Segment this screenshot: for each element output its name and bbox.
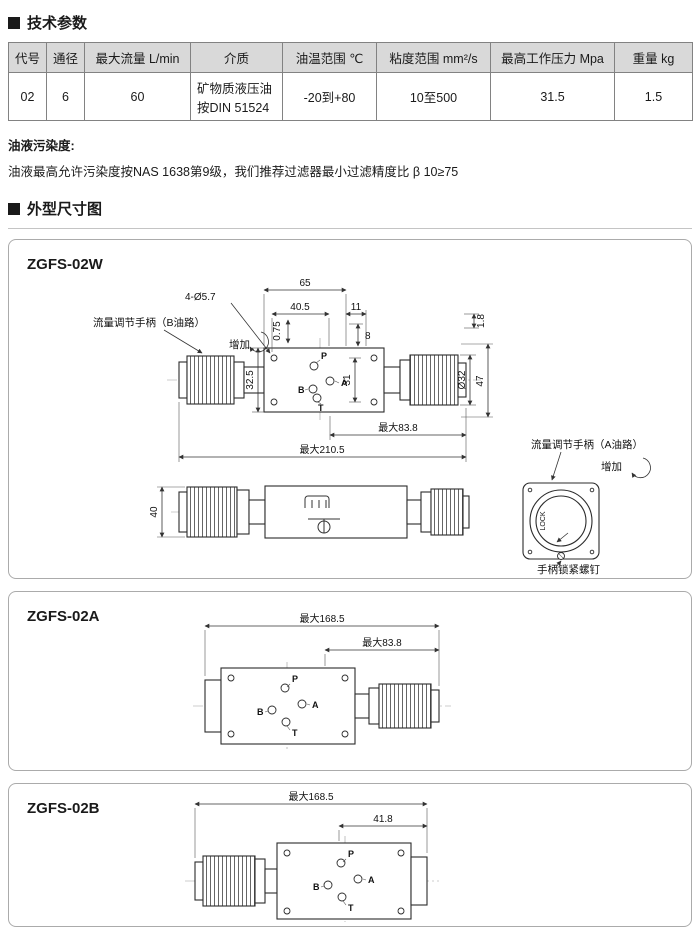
section-marker-icon [8,202,20,215]
panel-zgfs-02b: ZGFS-02B [8,783,692,927]
cell-viscosity: 10至500 [376,72,491,121]
section-marker-icon [8,16,20,29]
cell-pressure: 31.5 [490,72,615,121]
dim-32-5: 32.5 [245,370,256,390]
port-t-label: T [292,728,298,738]
model-zgfs-02a: ZGFS-02A [27,608,100,625]
handle-a-label: 流量调节手柄（A油路） [531,438,643,451]
dim-0-75: 0.75 [272,321,283,341]
handle-b-annotation: 流量调节手柄（B油路） 增加 [93,316,269,354]
spec-table-header-row: 代号 通径 最大流量 L/min 介质 油温范围 ℃ 粘度范围 mm²/s 最高… [8,42,693,73]
dimensions: 最大168.5 最大83.8 [204,612,440,686]
col-header-code: 代号 [8,42,47,73]
increase-b-label: 增加 [229,338,250,351]
tech-section-header: 技术参数 [8,12,692,33]
dim-1-8: 1.8 [476,314,487,328]
col-header-medium: 介质 [190,42,283,73]
dim-max210: 最大210.5 [299,443,344,456]
port-a-label: A [368,875,375,885]
dim-holes: 4-Ø5.7 [185,292,216,303]
top-view-valve [204,667,440,745]
zgfs-02b-drawing: P A B T 最大168.5 41.8 [185,790,439,922]
cell-maxflow: 60 [84,72,191,121]
zgfs-02a-drawing: P A B T 最大168.5 最大83.8 [193,612,451,750]
top-view-valve [194,842,428,920]
port-p-label: P [292,674,298,684]
model-zgfs-02w: ZGFS-02W [27,256,103,273]
cell-code: 02 [8,72,47,121]
spec-table: 代号 通径 最大流量 L/min 介质 油温范围 ℃ 粘度范围 mm²/s 最高… [8,42,693,121]
port-b-label: B [298,385,305,395]
cell-medium: 矿物质液压油 按DIN 51524 [190,72,283,121]
col-header-viscosity: 粘度范围 mm²/s [376,42,491,73]
col-header-pressure: 最高工作压力 Mpa [490,42,615,73]
dim-max168: 最大168.5 [288,790,333,803]
port-a-label: A [312,700,319,710]
cell-temp: -20到+80 [282,72,377,121]
dim-8: 8 [365,331,371,342]
dim-max83: 最大83.8 [378,421,418,434]
dim-dia32: Ø32 [457,370,468,389]
front-view-valve [178,485,470,539]
tech-section-title: 技术参数 [27,15,88,32]
port-labels: P A B T [298,351,348,413]
dim-47: 47 [475,375,486,387]
cell-size: 6 [46,72,85,121]
handle-a-annotation: 流量调节手柄（A油路） 增加 手柄锁紧螺钉 [531,438,651,576]
dim-40-5: 40.5 [290,302,310,313]
dimensions: 65 4-Ø5.7 40.5 11 8 1.8 [149,278,493,538]
dim-31: 31 [342,374,353,386]
outline-section-title: 外型尺寸图 [27,201,103,218]
col-header-size: 通径 [46,42,85,73]
spec-table-row: 02 6 60 矿物质液压油 按DIN 51524 -20到+80 10至500… [8,72,693,121]
dim-11: 11 [351,302,362,313]
panel-zgfs-02w: ZGFS-02W [8,239,692,579]
dim-65: 65 [299,278,311,289]
port-p-label: P [348,849,354,859]
port-t-label: T [318,403,324,413]
col-header-temp: 油温范围 ℃ [282,42,377,73]
lock-screw-label: 手柄锁紧螺钉 [537,563,600,576]
contamination-text: 油液最高允许污染度按NAS 1638第9级，我们推荐过滤器最小过滤精度比 β 1… [8,165,459,179]
col-header-weight: 重量 kg [614,42,693,73]
zgfs-02w-drawing: P A B T 65 4-Ø5.7 [93,278,651,576]
increase-a-label: 增加 [601,460,622,473]
lock-label: LOCK [540,511,547,530]
dim-max83: 最大83.8 [362,636,402,649]
dim-41-8: 41.8 [373,814,393,825]
panel-zgfs-02a: ZGFS-02A [8,591,692,771]
port-t-label: T [348,903,354,913]
port-a-label: A [341,378,348,388]
port-p-label: P [321,351,327,361]
dim-max168: 最大168.5 [299,612,344,625]
dimensions: 最大168.5 41.8 [194,790,428,858]
port-b-label: B [313,882,320,892]
port-labels: P A B T [257,674,319,738]
handle-front-view: LOCK [522,482,600,560]
cell-weight: 1.5 [614,72,693,121]
dim-40: 40 [149,506,160,518]
col-header-maxflow: 最大流量 L/min [84,42,191,73]
port-b-label: B [257,707,264,717]
handle-b-label: 流量调节手柄（B油路） [93,316,205,329]
contamination-title: 油液污染度: [8,139,75,153]
port-labels: P A B T [313,849,375,913]
outline-section-header: 外型尺寸图 [8,198,692,219]
model-zgfs-02b: ZGFS-02B [27,800,100,817]
section-divider [8,228,692,229]
